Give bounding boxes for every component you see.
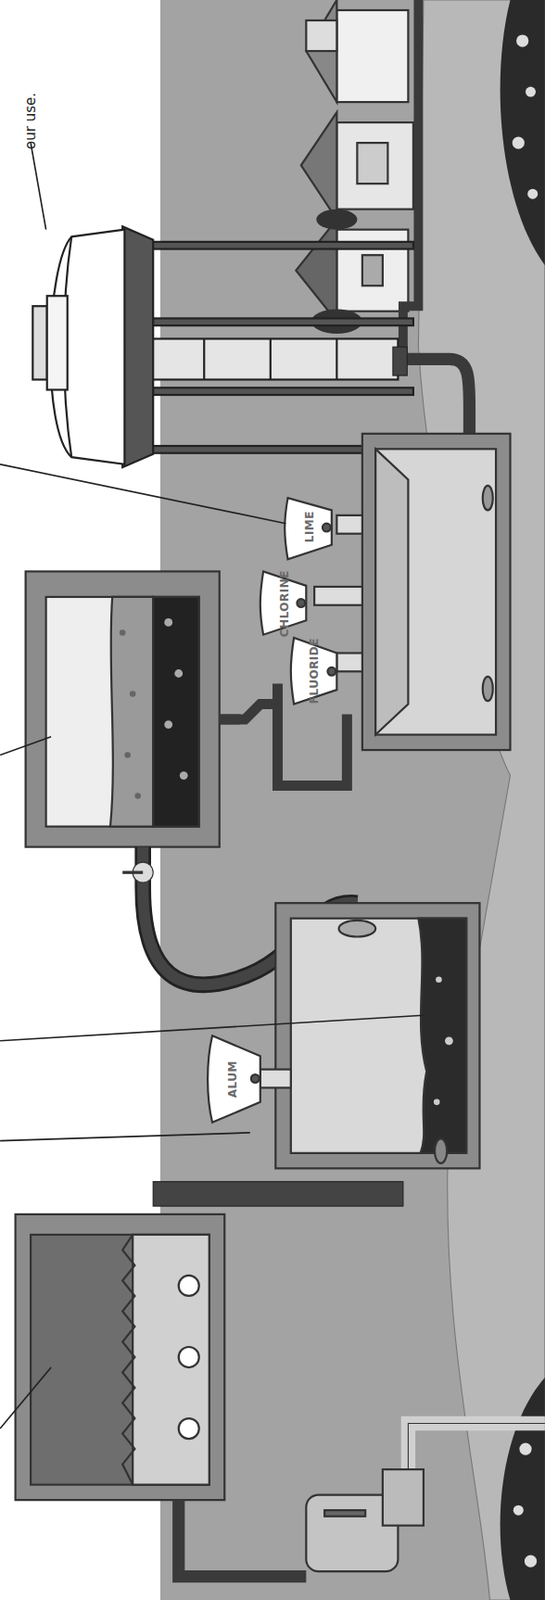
chemical-name: FLUORIDE [307, 637, 321, 704]
chemical-name: LIME [303, 510, 317, 543]
caption-text: our use. [22, 92, 39, 150]
chemical-name: CHLORINE [278, 570, 292, 637]
chemical-feeder: ALUM [209, 1035, 256, 1123]
chemical-name: ALUM [226, 1060, 240, 1098]
chemical-feeder: LIME [287, 497, 332, 556]
chemical-feeder: CHLORINE [262, 570, 307, 637]
chemical-feeder: FLUORIDE [292, 637, 336, 705]
